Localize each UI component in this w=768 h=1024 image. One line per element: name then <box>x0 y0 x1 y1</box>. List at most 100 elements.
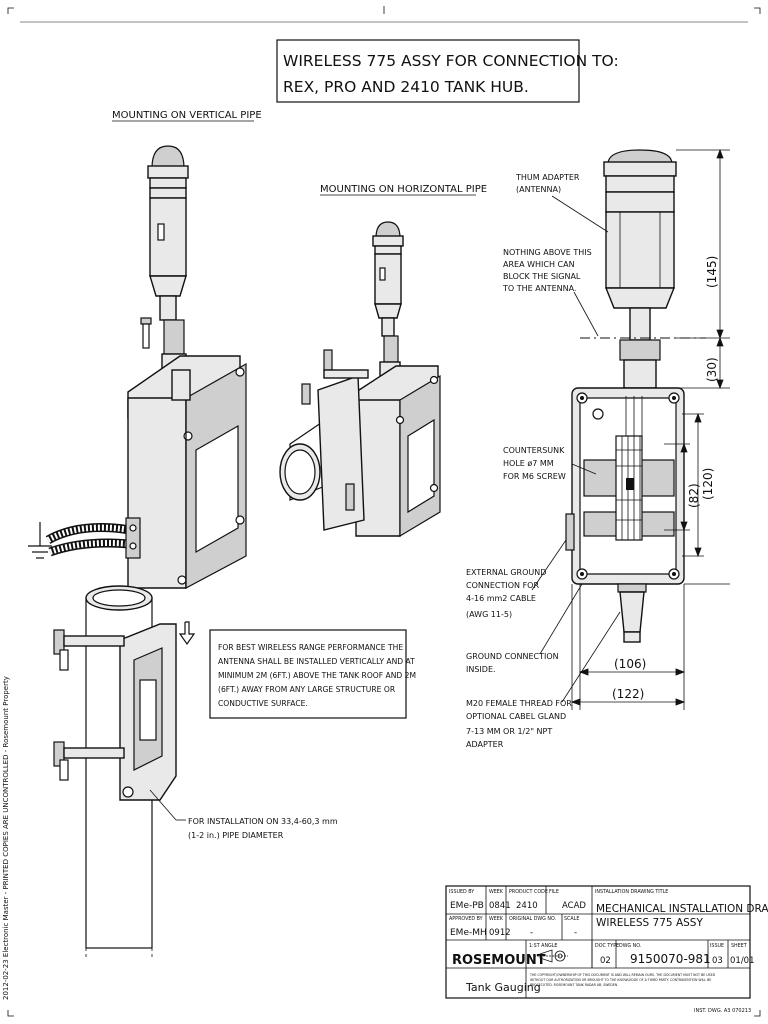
svg-text:CONNECTION FOR: CONNECTION FOR <box>466 581 539 590</box>
dimension-122: (122) <box>612 687 644 701</box>
svg-text:BLOCK THE SIGNAL: BLOCK THE SIGNAL <box>503 272 581 281</box>
callout-nothing-above: NOTHING ABOVE THIS AREA WHICH CAN BLOCK … <box>502 248 592 293</box>
drawing-title-line-2: REX, PRO AND 2410 TANK HUB. <box>283 78 529 96</box>
side-watermark: 2012-02-23 Electronic Master - PRINTED C… <box>2 676 10 1000</box>
svg-text:(1-2 in.) PIPE DIAMETER: (1-2 in.) PIPE DIAMETER <box>188 831 284 840</box>
svg-text:02: 02 <box>600 956 611 966</box>
drawing-title-sub: WIRELESS 775 ASSY <box>596 917 703 929</box>
dimension-lines <box>570 148 730 710</box>
svg-text:TO THE ANTENNA.: TO THE ANTENNA. <box>502 284 576 293</box>
svg-text:AREA WHICH CAN: AREA WHICH CAN <box>503 260 575 269</box>
svg-text:M20 FEMALE THREAD FOR: M20 FEMALE THREAD FOR <box>466 699 572 708</box>
drawing-number: 9150070-981 <box>630 952 711 966</box>
dimension-145: (145) <box>705 256 719 288</box>
svg-text:SCALE: SCALE <box>564 916 579 922</box>
svg-text:PROSECUTED. ROSEMOUNT TANK RAD: PROSECUTED. ROSEMOUNT TANK RADAR AB, SWE… <box>530 983 618 987</box>
callout-thum-adapter: THUM ADAPTER (ANTENNA) <box>515 173 580 194</box>
svg-text:-: - <box>530 928 533 938</box>
svg-text:NOTHING ABOVE THIS: NOTHING ABOVE THIS <box>503 248 592 257</box>
svg-text:01/01: 01/01 <box>730 956 755 966</box>
screw-icon <box>140 317 152 349</box>
svg-text:2410: 2410 <box>516 901 538 911</box>
svg-text:WEEK: WEEK <box>489 916 504 922</box>
callout-external-ground: EXTERNAL GROUND CONNECTION FOR 4-16 mm2 … <box>466 568 546 619</box>
svg-text:(AWG 11-5): (AWG 11-5) <box>466 610 512 619</box>
dimension-82: (82) <box>687 483 701 508</box>
first-angle-projection-icon <box>534 949 568 963</box>
vertical-pipe-assembly <box>28 145 247 960</box>
svg-text:FILE: FILE <box>549 889 559 895</box>
svg-text:ADAPTER: ADAPTER <box>466 740 504 749</box>
svg-text:INSIDE.: INSIDE. <box>466 665 496 674</box>
svg-text:(ANTENNA): (ANTENNA) <box>516 185 561 194</box>
enclosure-front <box>565 387 685 643</box>
inst-dwg-code: INST. DWG. A3 070213 <box>694 1008 751 1014</box>
svg-text:4-16 mm2 CABLE: 4-16 mm2 CABLE <box>466 594 536 603</box>
drawing-title-box: WIRELESS 775 ASSY FOR CONNECTION TO: REX… <box>276 39 619 103</box>
svg-text:WEEK: WEEK <box>489 889 504 895</box>
svg-text:03: 03 <box>712 956 723 966</box>
antenna-horizontal <box>372 221 404 379</box>
svg-text:HOLE ø7 MM: HOLE ø7 MM <box>503 459 554 468</box>
performance-note: FOR BEST WIRELESS RANGE PERFORMANCE THE … <box>209 629 416 719</box>
frame-corner-marks <box>7 6 761 1017</box>
svg-text:WITHOUT OUR AUTHORIZATION OR B: WITHOUT OUR AUTHORIZATION OR BROUGHT TO … <box>530 978 711 982</box>
callout-countersunk: COUNTERSUNK HOLE ø7 MM FOR M6 SCREW <box>503 446 566 481</box>
svg-text:SHEET: SHEET <box>731 943 747 949</box>
brand-sub: Tank Gauging <box>465 981 541 994</box>
ground-icon <box>28 522 52 559</box>
svg-text:ORIGINAL DWG NO.: ORIGINAL DWG NO. <box>509 916 556 922</box>
svg-text:INSTALLATION DRAWING TITLE: INSTALLATION DRAWING TITLE <box>595 889 668 895</box>
view-title-vertical: MOUNTING ON VERTICAL PIPE <box>112 110 262 121</box>
title-block: ISSUED BY EMe-PB WEEK 0841 PRODUCT CODE … <box>445 885 768 999</box>
svg-text:7-13 MM OR 1/2" NPT: 7-13 MM OR 1/2" NPT <box>466 727 552 736</box>
pipe-clamp <box>53 623 177 801</box>
approved-by: EMe-MH <box>450 928 487 938</box>
junction-box-vertical <box>127 355 247 589</box>
svg-text:APPROVED BY: APPROVED BY <box>449 916 483 922</box>
svg-text:EXTERNAL GROUND: EXTERNAL GROUND <box>466 568 546 577</box>
callout-ground-inside: GROUND CONNECTION INSIDE. <box>466 652 559 674</box>
horizontal-pipe-assembly <box>279 221 441 538</box>
svg-text:1:ST ANGLE: 1:ST ANGLE <box>529 943 557 949</box>
arrow-down-icon <box>178 621 196 646</box>
note-line: FOR BEST WIRELESS RANGE PERFORMANCE THE <box>218 643 403 652</box>
rosemount-logo: ROSEMOUNT <box>452 953 546 968</box>
svg-text:PRODUCT CODE: PRODUCT CODE <box>509 889 548 895</box>
svg-text:ISSUE: ISSUE <box>710 943 724 949</box>
svg-text:GROUND CONNECTION: GROUND CONNECTION <box>466 652 559 661</box>
front-view: (145) (30) (120) (82) (106) (122) THUM A… <box>466 148 730 749</box>
svg-text:THE COPYRIGHT/OWNERSHIP OF THI: THE COPYRIGHT/OWNERSHIP OF THIS DOCUMENT… <box>529 973 716 977</box>
svg-text:FOR M6 SCREW: FOR M6 SCREW <box>503 472 566 481</box>
ground-cable <box>45 517 141 559</box>
svg-text:ACAD: ACAD <box>562 901 586 911</box>
issued-by: EMe-PB <box>450 901 484 911</box>
note-line: CONDUCTIVE SURFACE. <box>218 699 308 708</box>
svg-text:COUNTERSUNK: COUNTERSUNK <box>503 446 565 455</box>
note-line: (6FT.) AWAY FROM ANY LARGE STRUCTURE OR <box>218 685 396 694</box>
thum-adapter-antenna <box>603 149 677 389</box>
svg-text:0841: 0841 <box>489 901 511 911</box>
svg-text:OPTIONAL CABEL GLAND: OPTIONAL CABEL GLAND <box>466 712 566 721</box>
svg-text:DWG NO.: DWG NO. <box>619 943 641 949</box>
note-line: ANTENNA SHALL BE INSTALLED VERTICALLY AN… <box>218 657 415 666</box>
note-line: MINIMUM 2M (6FT.) ABOVE THE TANK ROOF AN… <box>218 671 416 680</box>
horizontal-pipe <box>279 349 369 531</box>
svg-text:ISSUED BY: ISSUED BY <box>449 889 474 895</box>
view-title-horizontal: MOUNTING ON HORIZONTAL PIPE <box>320 184 487 195</box>
drawing-title-line-1: WIRELESS 775 ASSY FOR CONNECTION TO: <box>283 52 619 70</box>
dimension-120: (120) <box>701 468 715 500</box>
dimension-106: (106) <box>614 657 646 671</box>
antenna-vertical <box>147 145 189 377</box>
pipe-diameter-callout: FOR INSTALLATION ON 33,4-60,3 mm (1-2 in… <box>149 789 338 840</box>
svg-text:-: - <box>574 928 577 938</box>
svg-text:0912: 0912 <box>489 928 511 938</box>
svg-text:FOR INSTALLATION ON 33,4-60,3: FOR INSTALLATION ON 33,4-60,3 mm <box>188 817 338 826</box>
callout-leaders <box>531 195 621 703</box>
drawing-title-main: MECHANICAL INSTALLATION DRAWING <box>596 903 768 915</box>
svg-text:THUM ADAPTER: THUM ADAPTER <box>515 173 580 182</box>
dimension-30: (30) <box>705 357 719 382</box>
callout-m20-thread: M20 FEMALE THREAD FOR OPTIONAL CABEL GLA… <box>466 699 572 749</box>
svg-text:DOC TYPE: DOC TYPE <box>595 943 619 949</box>
